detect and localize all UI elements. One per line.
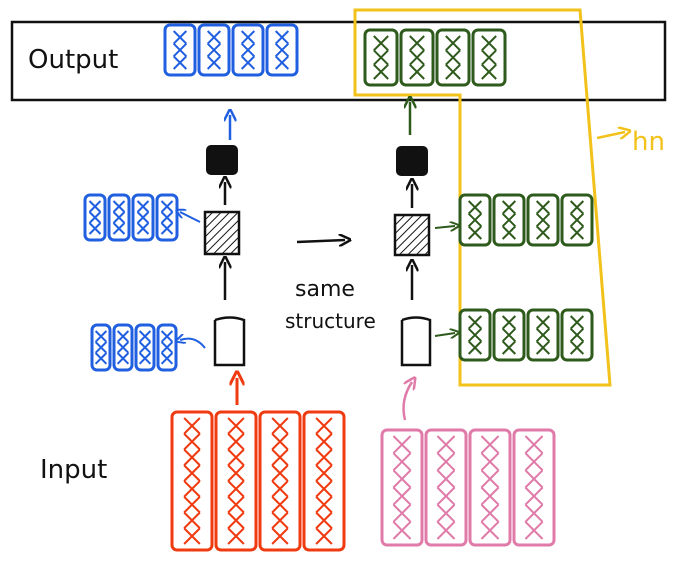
- cross-marks: [467, 315, 483, 355]
- cross-marks: [436, 435, 456, 540]
- tensor-block: [83, 193, 107, 242]
- input-label: Input: [40, 455, 107, 485]
- cross-marks: [116, 330, 130, 365]
- cup-icon: [213, 316, 246, 367]
- output-box: [10, 20, 667, 102]
- cross-marks: [206, 30, 222, 70]
- tensor-block: [560, 308, 594, 362]
- cross-marks: [409, 35, 425, 80]
- tensor-block: [112, 323, 134, 372]
- tensor-block: [197, 23, 231, 77]
- tensor-block: [492, 193, 526, 247]
- tensor-block: [231, 23, 265, 77]
- structure-label: structure: [285, 309, 376, 333]
- tensor-block: [399, 28, 435, 87]
- cross-marks: [535, 200, 551, 240]
- tensor-block: [380, 428, 424, 547]
- right-input-arrow: [402, 382, 412, 421]
- tensor-block: [163, 23, 197, 77]
- cross-marks: [481, 35, 497, 80]
- cross-marks: [240, 30, 256, 70]
- right-hidden-arrow: [434, 226, 455, 228]
- green-hidden-blocks: [458, 193, 594, 247]
- cross-marks: [373, 35, 389, 80]
- tensor-block: [492, 308, 526, 362]
- same-label: same: [295, 277, 355, 302]
- tensor-block: [214, 410, 258, 552]
- cross-marks: [569, 315, 585, 355]
- cross-marks: [88, 200, 102, 235]
- cross-marks: [274, 30, 290, 70]
- tensor-block: [560, 193, 594, 247]
- tensor-block: [107, 193, 131, 242]
- right-cell-arrow: [434, 333, 455, 336]
- cross-marks: [501, 315, 517, 355]
- cross-marks: [138, 330, 152, 365]
- black-square-icon: [206, 145, 238, 175]
- cross-marks: [501, 200, 517, 240]
- pink-input-blocks: [380, 428, 556, 547]
- hn-label: hn: [632, 127, 665, 157]
- tensor-block: [156, 323, 178, 372]
- hatched-square-icon: [203, 210, 241, 256]
- tensor-block: [458, 193, 492, 247]
- blue-output-blocks: [163, 23, 299, 77]
- same-structure-arrow: [296, 240, 345, 242]
- tensor-block: [134, 323, 156, 372]
- cross-marks: [445, 35, 461, 80]
- tensor-block: [131, 193, 155, 242]
- cross-marks: [467, 200, 483, 240]
- blue-hidden-blocks: [83, 193, 179, 242]
- cross-marks: [94, 330, 108, 365]
- tensor-block: [471, 28, 507, 87]
- cross-marks: [160, 200, 174, 235]
- tensor-block: [526, 308, 560, 362]
- tensor-block: [302, 410, 346, 552]
- green-output-blocks: [363, 28, 507, 87]
- green-cell-blocks: [458, 308, 594, 362]
- cross-marks: [160, 330, 174, 365]
- tensor-block: [265, 23, 299, 77]
- black-square-icon: [396, 146, 428, 176]
- tensor-block: [170, 410, 214, 552]
- tensor-block: [435, 28, 471, 87]
- tensor-block: [258, 410, 302, 552]
- cross-marks: [183, 417, 201, 545]
- cross-marks: [535, 315, 551, 355]
- red-input-blocks: [170, 410, 346, 552]
- cross-marks: [112, 200, 126, 235]
- cross-marks: [172, 30, 188, 70]
- cross-marks: [392, 435, 412, 540]
- cross-marks: [136, 200, 150, 235]
- cross-marks: [524, 435, 544, 540]
- cross-marks: [315, 417, 333, 545]
- left-hidden-arrow: [180, 212, 201, 223]
- tensor-block: [363, 28, 399, 87]
- left-cell-arrow: [180, 339, 206, 349]
- hn-arrow: [596, 132, 625, 138]
- cup-icon: [400, 316, 432, 367]
- cross-marks: [480, 435, 500, 540]
- cross-marks: [227, 417, 245, 545]
- hn-outline: [353, 8, 612, 387]
- cross-marks: [271, 417, 289, 545]
- output-label: Output: [28, 45, 118, 75]
- tensor-block: [424, 428, 468, 547]
- tensor-block: [526, 193, 560, 247]
- cross-marks: [569, 200, 585, 240]
- tensor-block: [512, 428, 556, 547]
- tensor-block: [90, 323, 112, 372]
- hatched-square-icon: [393, 213, 431, 257]
- blue-cell-blocks: [90, 323, 178, 372]
- tensor-block: [468, 428, 512, 547]
